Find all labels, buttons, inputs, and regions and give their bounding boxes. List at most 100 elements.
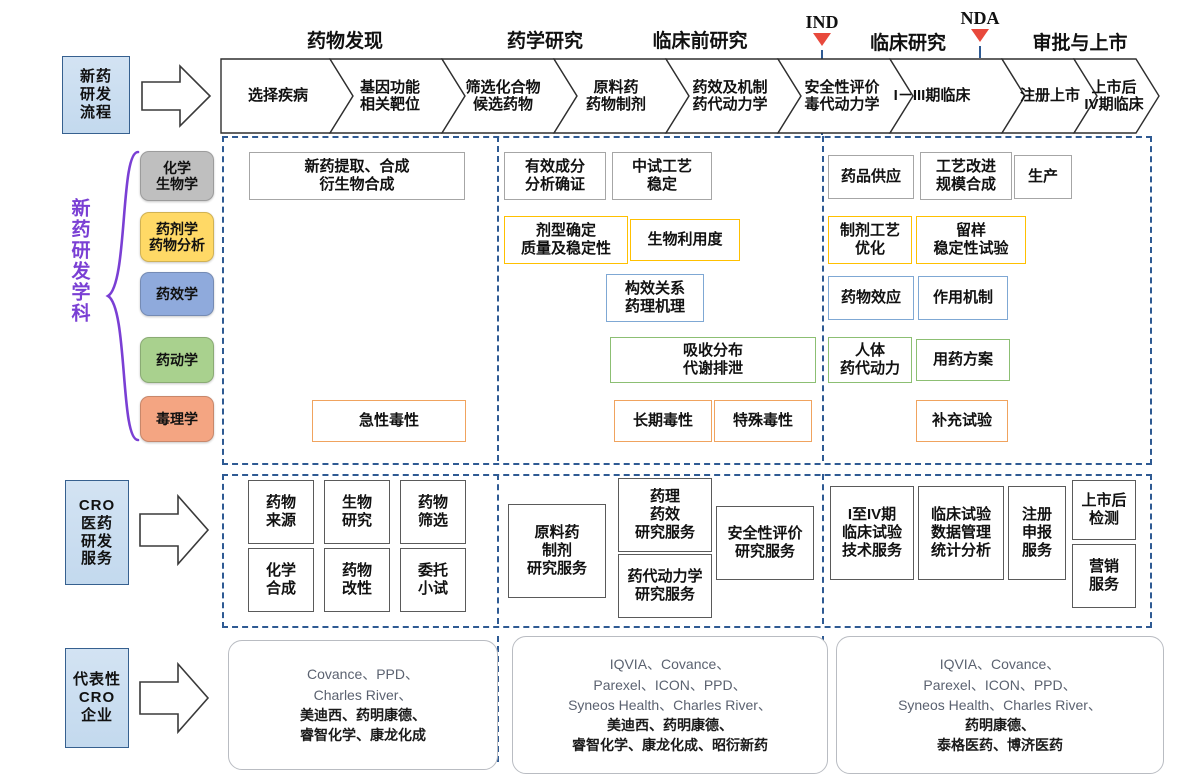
item-pharm-3[interactable]: 留样 稳定性试验: [916, 216, 1026, 264]
company-line: IQVIA、Covance、: [609, 656, 731, 673]
flow-step-3: 原料药 药物制剂: [585, 78, 646, 113]
flow-step-8: 上市后 IV期临床: [1084, 78, 1144, 113]
cro-discovery-5[interactable]: 委托 小试: [400, 548, 466, 612]
item-pk-0[interactable]: 吸收分布 代谢排泄: [610, 337, 816, 383]
discipline-pill-0[interactable]: 化学 生物学: [140, 151, 214, 201]
discipline-pill-2-label: 药效学: [156, 285, 198, 302]
milestone-nda-label: NDA: [960, 8, 1000, 28]
phase-title-3: 临床研究: [869, 33, 946, 54]
item-pd-2[interactable]: 作用机制: [918, 276, 1008, 320]
company-box-1: IQVIA、Covance、 Parexel、ICON、PPD、 Syneos He…: [512, 636, 828, 774]
item-tox-3[interactable]: 补充试验: [916, 400, 1008, 442]
company-box-1-lines: IQVIA、Covance、 Parexel、ICON、PPD、 Syneos He…: [568, 654, 772, 755]
company-box-2-lines: IQVIA、Covance、Parexel、ICON、PPD、Syneos He…: [898, 654, 1102, 755]
phase-title-0: 药物发现: [306, 31, 383, 52]
flow-step-0: 选择疾病: [247, 87, 308, 105]
item-pharm-2[interactable]: 制剂工艺 优化: [828, 216, 912, 264]
company-line: Charles River、: [313, 686, 413, 703]
milestone-nda-line: [979, 46, 981, 58]
company-line: 睿智化学、康龙化成、昭衍新药: [571, 737, 768, 754]
item-tox-1[interactable]: 长期毒性: [614, 400, 712, 442]
row-label-company-text: 代表性 CRO 企业: [72, 671, 121, 724]
discipline-brace: [105, 150, 140, 442]
cro-preclinical-1[interactable]: 药理 药效 研究服务: [618, 478, 712, 552]
cro-divider-1: [497, 474, 499, 624]
cro-discovery-1[interactable]: 生物 研究: [324, 480, 390, 544]
item-tox-2[interactable]: 特殊毒性: [714, 400, 812, 442]
item-chem-0[interactable]: 新药提取、合成 衍生物合成: [249, 152, 465, 200]
flow-step-2: 筛选化合物 候选药物: [465, 78, 541, 113]
discipline-divider-1: [497, 136, 499, 461]
flow-step-5: 安全性评价 毒代动力学: [804, 78, 880, 113]
cro-discovery-0[interactable]: 药物 来源: [248, 480, 314, 544]
company-line: Syneos Health、Charles River、: [568, 696, 772, 713]
discipline-brace-label-text: 新药研发学科: [68, 198, 90, 324]
company-line: 睿智化学、康龙化成: [300, 727, 426, 744]
cro-discovery-3[interactable]: 化学 合成: [248, 548, 314, 612]
company-line: Parexel、ICON、PPD、: [593, 676, 747, 693]
item-pd-1[interactable]: 药物效应: [828, 276, 914, 320]
company-line: 美迪西、药明康德、: [300, 707, 426, 723]
process-flow-bar: [220, 58, 1160, 134]
discipline-divider-2: [822, 136, 824, 461]
cro-divider-2: [822, 474, 824, 624]
phase-title-4: 审批与上市: [1032, 33, 1128, 54]
phase-title-1: 药学研究: [506, 31, 583, 52]
company-line: IQVIA、Covance、: [939, 656, 1061, 673]
item-chem-4[interactable]: 工艺改进 规模合成: [920, 152, 1012, 200]
row-label-process-text: 新药 研发 流程: [79, 68, 112, 121]
discipline-pill-4-label: 毒理学: [156, 410, 198, 427]
row-label-cro: CRO 医药 研发 服务: [65, 480, 129, 585]
cro-clinical-0[interactable]: I至IV期 临床试验 技术服务: [830, 486, 914, 580]
discipline-pill-1-label: 药剂学 药物分析: [149, 220, 205, 253]
cro-region: [222, 474, 1152, 628]
discipline-pill-2[interactable]: 药效学: [140, 272, 214, 316]
phase-title-2: 临床前研究: [652, 31, 748, 52]
milestone-ind-label: IND: [805, 12, 839, 32]
item-pharm-1[interactable]: 生物利用度: [630, 219, 740, 261]
cro-clinical-2[interactable]: 注册 申报 服务: [1008, 486, 1066, 580]
flow-step-1: 基因功能 相关靶位: [359, 78, 420, 113]
company-line: 美迪西、药明康德、: [606, 717, 733, 734]
item-chem-1[interactable]: 有效成分 分析确证: [504, 152, 606, 200]
row-label-process: 新药 研发 流程: [62, 56, 130, 134]
flow-step-4: 药效及机制 药代动力学: [692, 78, 768, 113]
arrow-process: [141, 64, 212, 128]
item-pd-0[interactable]: 构效关系 药理机理: [606, 274, 704, 322]
arrow-cro: [139, 493, 210, 567]
cro-preclinical-2[interactable]: 药代动力学 研究服务: [618, 554, 712, 618]
company-divider-1: [497, 636, 499, 762]
cro-preclinical-0[interactable]: 原料药 制剂 研究服务: [508, 504, 606, 598]
company-line: Covance、PPD、: [306, 666, 420, 683]
discipline-region: [222, 136, 1152, 465]
item-pk-2[interactable]: 用药方案: [916, 339, 1010, 381]
discipline-pill-3-label: 药动学: [156, 351, 198, 368]
arrow-company: [139, 661, 210, 735]
milestone-ind-marker: [813, 33, 831, 46]
company-line: Syneos Health、Charles River、: [898, 696, 1102, 713]
company-box-0-lines: Covance、PPD、 Charles River、美迪西、药明康德、睿智化学、…: [300, 664, 426, 745]
item-chem-3[interactable]: 药品供应: [828, 155, 914, 199]
company-box-0: Covance、PPD、 Charles River、美迪西、药明康德、睿智化学、…: [228, 640, 498, 770]
cro-discovery-4[interactable]: 药物 改性: [324, 548, 390, 612]
cro-clinical-4[interactable]: 营销 服务: [1072, 544, 1136, 608]
item-pk-1[interactable]: 人体 药代动力: [828, 337, 912, 383]
cro-clinical-3[interactable]: 上市后 检测: [1072, 480, 1136, 540]
item-pharm-0[interactable]: 剂型确定 质量及稳定性: [504, 216, 628, 264]
company-line: 泰格医药、博济医药: [936, 737, 1063, 754]
item-chem-5[interactable]: 生产: [1014, 155, 1072, 199]
cro-discovery-2[interactable]: 药物 筛选: [400, 480, 466, 544]
milestone-ind: IND: [790, 12, 854, 46]
item-chem-2[interactable]: 中试工艺 稳定: [612, 152, 712, 200]
item-tox-0[interactable]: 急性毒性: [312, 400, 466, 442]
flow-step-6: I－III期临床: [893, 87, 971, 105]
company-box-2: IQVIA、Covance、Parexel、ICON、PPD、Syneos He…: [836, 636, 1164, 774]
discipline-pill-1[interactable]: 药剂学 药物分析: [140, 212, 214, 262]
flow-step-7: 注册上市: [1019, 87, 1080, 105]
cro-clinical-1[interactable]: 临床试验 数据管理 统计分析: [918, 486, 1004, 580]
discipline-pill-3[interactable]: 药动学: [140, 337, 214, 383]
row-label-company: 代表性 CRO 企业: [65, 648, 129, 748]
discipline-pill-4[interactable]: 毒理学: [140, 396, 214, 442]
cro-preclinical-3[interactable]: 安全性评价 研究服务: [716, 506, 814, 580]
